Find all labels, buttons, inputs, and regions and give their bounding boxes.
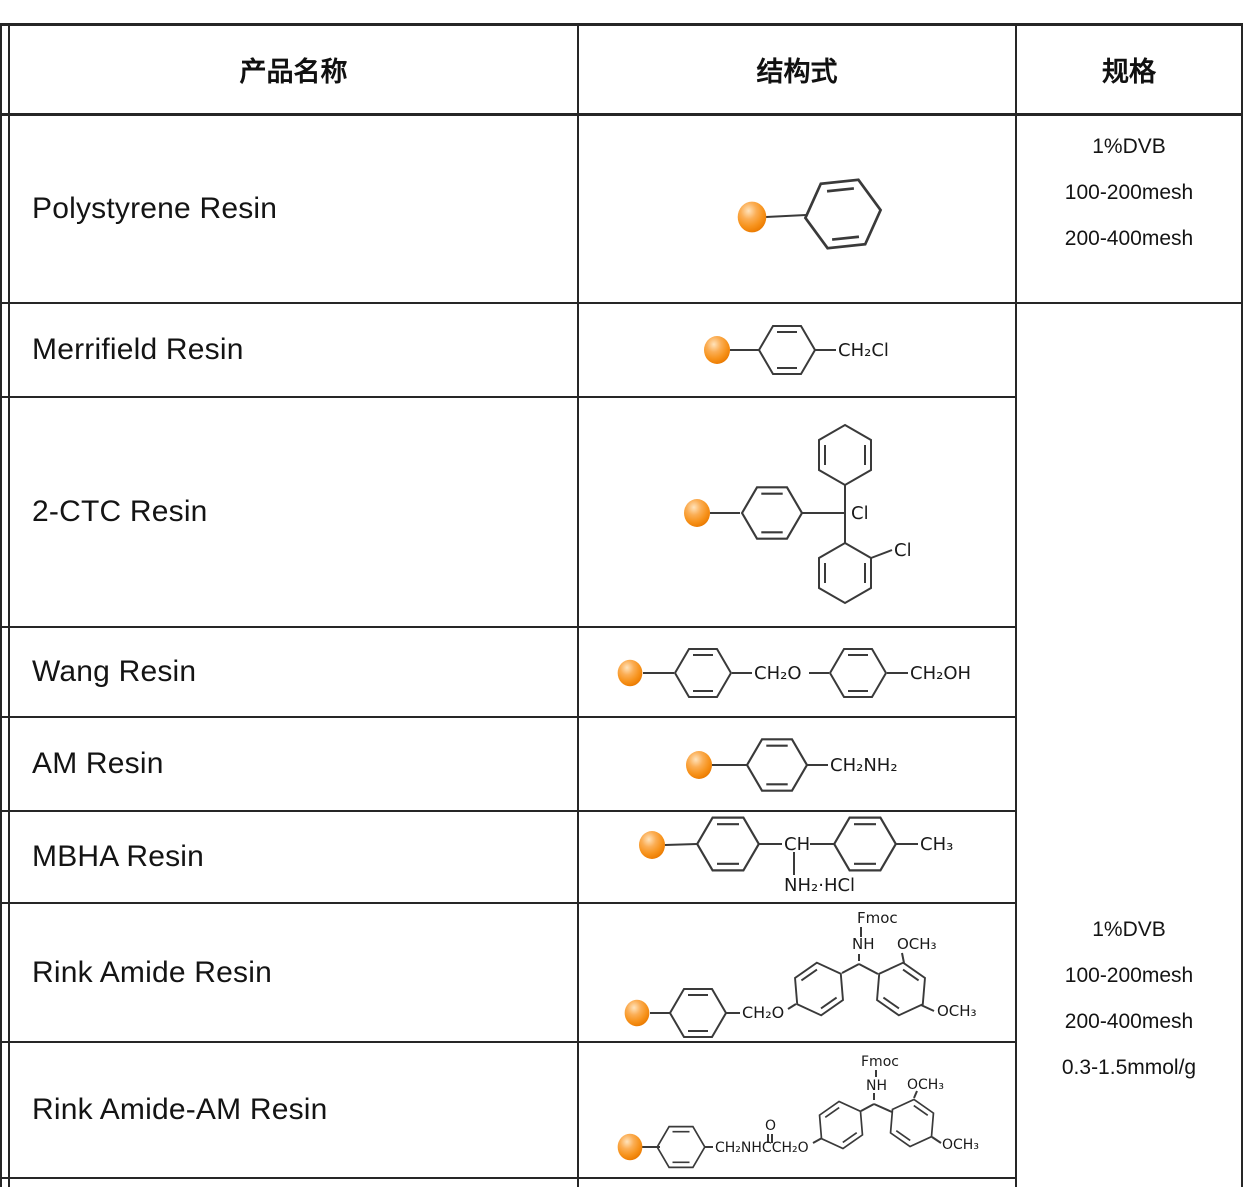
structure-merrifield: CH₂Cl bbox=[580, 303, 1014, 396]
formula-label-nh: NH bbox=[852, 935, 875, 953]
spec-line: 200-400mesh bbox=[1064, 1010, 1194, 1033]
row-divider bbox=[0, 1177, 1017, 1179]
spec-line: 0.3-1.5mmol/g bbox=[1061, 1056, 1197, 1079]
resin-bead-icon bbox=[617, 659, 643, 687]
phenyl-ring-icon bbox=[818, 424, 872, 486]
spec-polystyrene: 1%DVB 100-200mesh 200-400mesh bbox=[1017, 124, 1241, 262]
benzene-ring-icon bbox=[696, 816, 760, 872]
benzene-ring-icon bbox=[800, 176, 886, 252]
phenoxy-ring-icon bbox=[808, 1093, 874, 1157]
resin-bead-icon bbox=[617, 1133, 643, 1161]
resin-bead-icon bbox=[684, 499, 710, 527]
header-structure: 结构式 bbox=[756, 57, 838, 87]
benzene-ring-icon bbox=[669, 988, 727, 1038]
structure-rink-amide: CH₂O Fmoc NH OCH₃ OCH₃ bbox=[580, 903, 1014, 1041]
row-divider bbox=[0, 716, 1017, 718]
bonds bbox=[710, 485, 893, 559]
formula-label-carbonyl-o: O bbox=[765, 1118, 776, 1134]
header-spec: 规格 bbox=[1102, 57, 1156, 87]
structure-wang: CH₂O CH₂OH bbox=[580, 627, 1014, 716]
product-name-merrifield: Merrifield Resin bbox=[32, 333, 244, 366]
resin-bead-icon bbox=[704, 336, 730, 364]
bonds bbox=[664, 843, 918, 875]
col-divider-name-structure bbox=[577, 23, 579, 1187]
formula-label-ch: CH bbox=[784, 834, 810, 855]
product-name-mbha: MBHA Resin bbox=[32, 840, 205, 873]
formula-label-ch2cl: CH₂Cl bbox=[838, 340, 889, 361]
row-divider bbox=[0, 626, 1017, 628]
product-name-wang: Wang Resin bbox=[32, 655, 197, 688]
formula-label-cl-ortho: Cl bbox=[894, 540, 912, 561]
product-name-am: AM Resin bbox=[32, 747, 164, 780]
benzene-ring-icon bbox=[829, 648, 887, 698]
structure-2ctc: Cl Cl bbox=[580, 397, 1014, 626]
benzene-ring-icon bbox=[745, 738, 809, 792]
row-divider bbox=[0, 302, 1243, 304]
structure-rink-amide-am: CH₂NHCCH₂O O Fmoc NH OCH₃ OCH₃ bbox=[580, 1042, 1014, 1176]
formula-label-chain: CH₂NHCCH₂O bbox=[715, 1140, 809, 1156]
benzene-ring-icon bbox=[656, 1125, 706, 1169]
formula-label-och3-para: OCH₃ bbox=[937, 1002, 977, 1020]
header-product-name: 产品名称 bbox=[239, 57, 348, 87]
resin-bead-icon bbox=[737, 201, 767, 233]
formula-label-och3-para: OCH₃ bbox=[942, 1137, 979, 1153]
formula-label-fmoc: Fmoc bbox=[857, 909, 898, 927]
formula-label-ch2o: CH₂O bbox=[742, 1003, 784, 1022]
formula-label-ch2o: CH₂O bbox=[754, 663, 802, 684]
formula-label-nh2hcl: NH₂·HCl bbox=[784, 875, 855, 896]
product-name-2ctc: 2-CTC Resin bbox=[32, 495, 208, 528]
spec-merged-all-resins: 1%DVB 100-200mesh 200-400mesh 0.3-1.5mmo… bbox=[1017, 907, 1241, 1091]
benzene-ring-icon bbox=[674, 648, 732, 698]
row-divider bbox=[0, 810, 1017, 812]
col-divider-structure-spec bbox=[1015, 23, 1017, 1187]
product-name-polystyrene: Polystyrene Resin bbox=[32, 191, 278, 225]
formula-label-fmoc: Fmoc bbox=[861, 1054, 899, 1070]
spec-line: 1%DVB bbox=[1092, 135, 1166, 158]
spec-line: 100-200mesh bbox=[1064, 964, 1194, 987]
resin-bead-icon bbox=[686, 751, 712, 779]
formula-label-och3-ortho: OCH₃ bbox=[897, 935, 937, 953]
bonds bbox=[765, 214, 807, 218]
chlorophenyl-ring-icon bbox=[818, 542, 872, 604]
structure-polystyrene bbox=[580, 115, 1014, 302]
structure-mbha: CH CH₃ NH₂·HCl bbox=[580, 810, 1014, 902]
spec-line: 1%DVB bbox=[1092, 918, 1166, 941]
formula-label-ch2oh: CH₂OH bbox=[910, 663, 971, 684]
table-left-border bbox=[8, 23, 10, 1187]
dimethoxyphenyl-ring-icon bbox=[879, 1091, 945, 1155]
formula-label-ch3: CH₃ bbox=[920, 834, 953, 855]
row-divider bbox=[0, 396, 1017, 398]
resin-bead-icon bbox=[624, 999, 650, 1027]
table-right-border bbox=[1241, 23, 1243, 1187]
spec-line: 200-400mesh bbox=[1064, 227, 1194, 250]
benzene-ring-icon bbox=[740, 486, 804, 540]
table-top-border bbox=[0, 23, 1243, 26]
dimethoxyphenyl-ring-icon bbox=[865, 954, 937, 1024]
product-name-rink-amide-am: Rink Amide-AM Resin bbox=[32, 1093, 328, 1126]
phenoxy-ring-icon bbox=[783, 954, 855, 1024]
formula-label-och3-ortho: OCH₃ bbox=[907, 1077, 944, 1093]
spec-line: 100-200mesh bbox=[1064, 181, 1194, 204]
formula-label-cl: Cl bbox=[851, 503, 869, 524]
row-divider bbox=[0, 1041, 1017, 1043]
tolyl-ring-icon bbox=[833, 816, 897, 872]
product-name-rink-amide: Rink Amide Resin bbox=[32, 955, 272, 989]
row-divider bbox=[0, 902, 1017, 904]
header-bottom-border bbox=[0, 113, 1243, 116]
structure-am: CH₂NH₂ bbox=[580, 718, 1014, 810]
formula-label-ch2nh2: CH₂NH₂ bbox=[830, 755, 898, 776]
formula-label-nh: NH bbox=[866, 1078, 887, 1094]
table-edge-sliver bbox=[0, 23, 2, 1187]
resin-bead-icon bbox=[639, 831, 665, 859]
bonds bbox=[650, 927, 935, 1014]
benzene-ring-icon bbox=[758, 325, 816, 375]
